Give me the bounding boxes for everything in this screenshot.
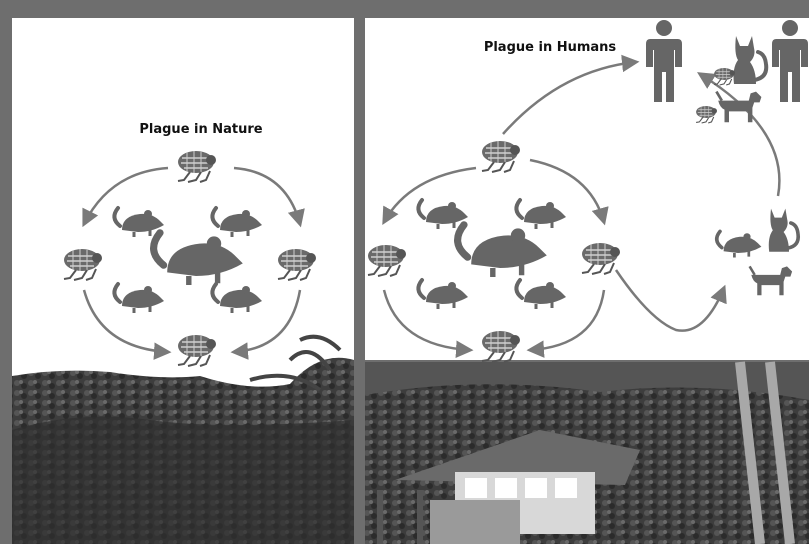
- right-panel: Plague in Humans: [365, 18, 809, 544]
- right-panel-title: Plague in Humans: [484, 40, 617, 55]
- left-panel: Plague in Nature: [12, 18, 354, 544]
- left-panel-title: Plague in Nature: [139, 122, 262, 137]
- house-photo-right: [365, 362, 809, 544]
